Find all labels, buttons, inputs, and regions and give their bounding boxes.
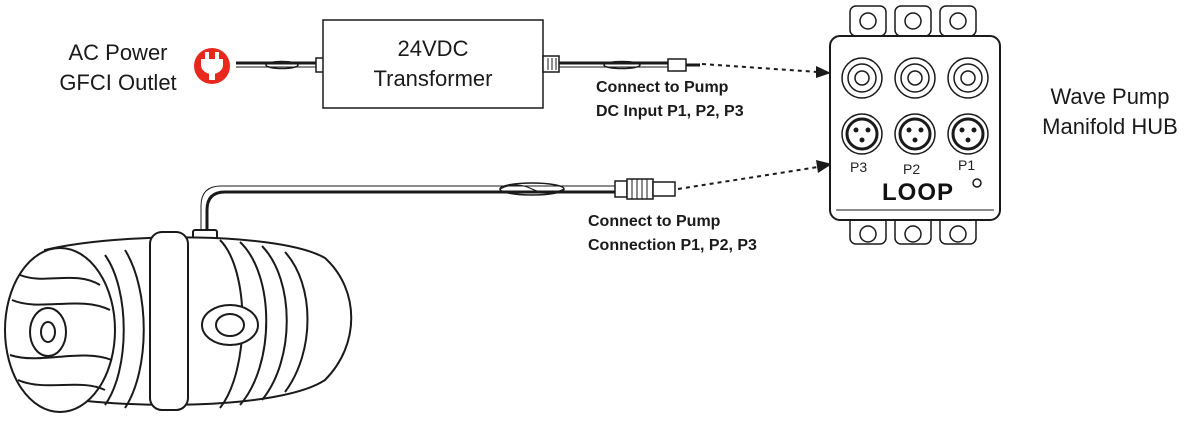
port-label-p1: P1 [958,157,975,173]
hub-label: Wave Pump Manifold HUB [1022,82,1198,142]
wave-pump [4,229,353,413]
pump-connect-line2: Connection P1, P2, P3 [588,237,757,254]
transformer-box [322,19,544,109]
hub-logo: LOOP [882,179,954,206]
ac-power-cord [236,57,325,73]
dc-output-cable [542,55,700,73]
pump-connection-arrow [677,160,832,190]
port-label-p3: P3 [850,159,867,175]
ac-power-line1: AC Power [68,40,168,65]
dc-connect-label: Connect to Pump DC Input P1, P2, P3 [596,76,744,124]
ac-power-label: AC Power GFCI Outlet [48,38,188,98]
hub-label-line2: Manifold HUB [1042,114,1178,139]
dc-connect-line1: Connect to Pump [596,79,729,96]
power-plug-icon [194,48,230,84]
transformer-line2: Transformer [373,66,493,91]
transformer-label: 24VDC Transformer [323,34,543,94]
manifold-hub [829,5,1001,245]
hub-label-line1: Wave Pump [1050,84,1170,109]
dc-connection-arrow [701,63,831,78]
transformer-line1: 24VDC [397,36,469,61]
pump-connect-line1: Connect to Pump [588,213,721,230]
pump-cable [200,178,676,240]
ac-power-line2: GFCI Outlet [59,70,177,95]
dc-connect-line2: DC Input P1, P2, P3 [596,103,744,120]
pump-connect-label: Connect to Pump Connection P1, P2, P3 [588,210,757,258]
port-label-p2: P2 [903,161,920,177]
